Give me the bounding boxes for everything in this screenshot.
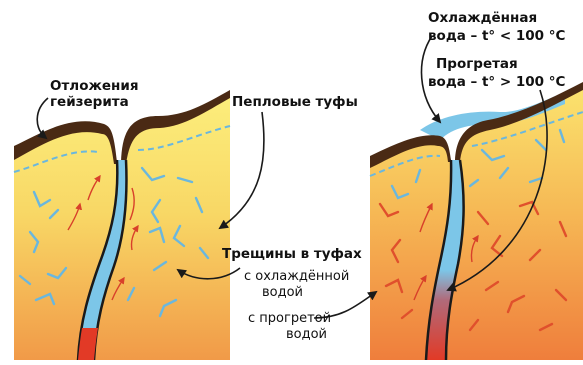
label-geyserite-1: Отложения (50, 78, 139, 94)
label-warm-1: с прогретой (248, 311, 331, 326)
label-heated-water-1: Прогретая (436, 56, 518, 72)
right-geyser-panel (370, 82, 583, 360)
label-ash-tuffs: Пепловые туфы (232, 94, 358, 110)
label-cold-1: с охлаждённой (244, 269, 349, 284)
label-cooled-water-2: вода – t° < 100 °C (428, 28, 566, 44)
label-warm-2: водой (286, 327, 327, 342)
label-cracks-title: Трещины в туфах (222, 246, 362, 262)
left-geyser-panel (14, 90, 230, 360)
label-cold-2: водой (262, 285, 303, 300)
label-cooled-water-1: Охлаждённая (428, 10, 537, 26)
label-heated-water-2: вода – t° > 100 °C (428, 74, 566, 90)
label-geyserite-2: гейзерита (50, 94, 129, 110)
